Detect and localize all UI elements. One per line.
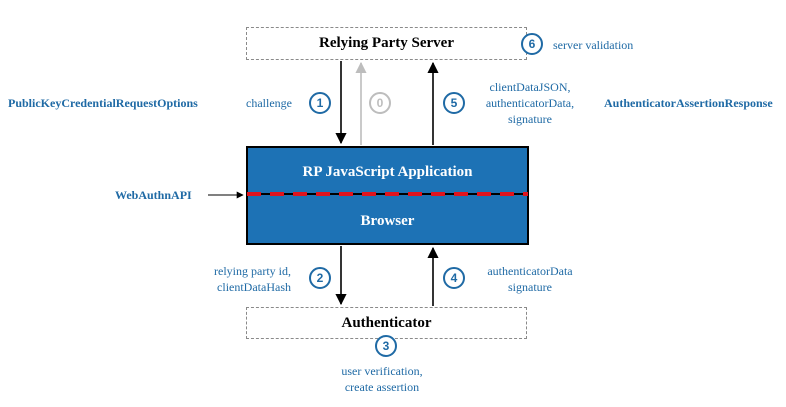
step-2-text-line-2: clientDataHash [217, 280, 291, 294]
relying-party-server-label: Relying Party Server [319, 35, 454, 51]
step-2-text-line-1: relying party id, [214, 264, 291, 278]
step-5-text-line-3: signature [508, 112, 552, 126]
step-5-badge: 5 [443, 92, 465, 114]
step-4-text-line-1: authenticatorData [487, 264, 573, 278]
step-2-badge: 2 [309, 267, 331, 289]
step-0-badge: 0 [369, 92, 391, 114]
step-6-badge: 6 [521, 33, 543, 55]
step-4-text-line-2: signature [508, 280, 552, 294]
step-1-badge: 1 [309, 92, 331, 114]
step-3-text-line-2: create assertion [344, 380, 420, 394]
webauthn-api-label: WebAuthnAPI [115, 188, 192, 202]
rp-javascript-application-label: RP JavaScript Application [302, 163, 473, 180]
step-1-text: challenge [246, 96, 292, 110]
request-options-label: PublicKeyCredentialRequestOptions [8, 96, 198, 110]
step-3-text-line-1: user verification, [341, 364, 423, 378]
assertion-response-label: AuthenticatorAssertionResponse [604, 96, 773, 110]
relying-party-server-box: Relying Party Server [246, 27, 527, 60]
step-5-text-line-2: authenticatorData, [485, 96, 575, 110]
step-5-text-line-1: clientDataJSON, [489, 80, 571, 94]
browser-label: Browser [360, 212, 415, 229]
step-3-badge: 3 [375, 335, 397, 357]
step-4-badge: 4 [443, 267, 465, 289]
step-6-text: server validation [553, 38, 634, 52]
authenticator-label: Authenticator [341, 314, 432, 331]
